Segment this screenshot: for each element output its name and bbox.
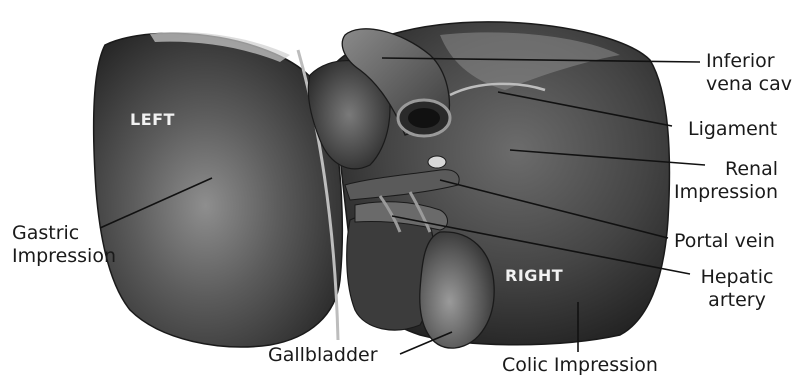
label-gastric-impression: Gastric Impression — [12, 222, 116, 268]
label-colic-impression: Colic Impression — [502, 354, 658, 377]
label-inferior-vena-cava: Inferior vena cava — [706, 50, 793, 96]
left-lobe-label: LEFT — [130, 110, 175, 129]
label-portal-vein: Portal vein — [674, 230, 775, 253]
label-hepatic-artery: Hepatic artery — [692, 266, 782, 312]
right-lobe-label: RIGHT — [505, 266, 563, 285]
label-renal-impression: Renal Impression — [668, 158, 778, 204]
label-ligament: Ligament — [688, 118, 777, 141]
portal-vein-opening — [428, 156, 446, 168]
label-gallbladder: Gallbladder — [268, 344, 378, 367]
